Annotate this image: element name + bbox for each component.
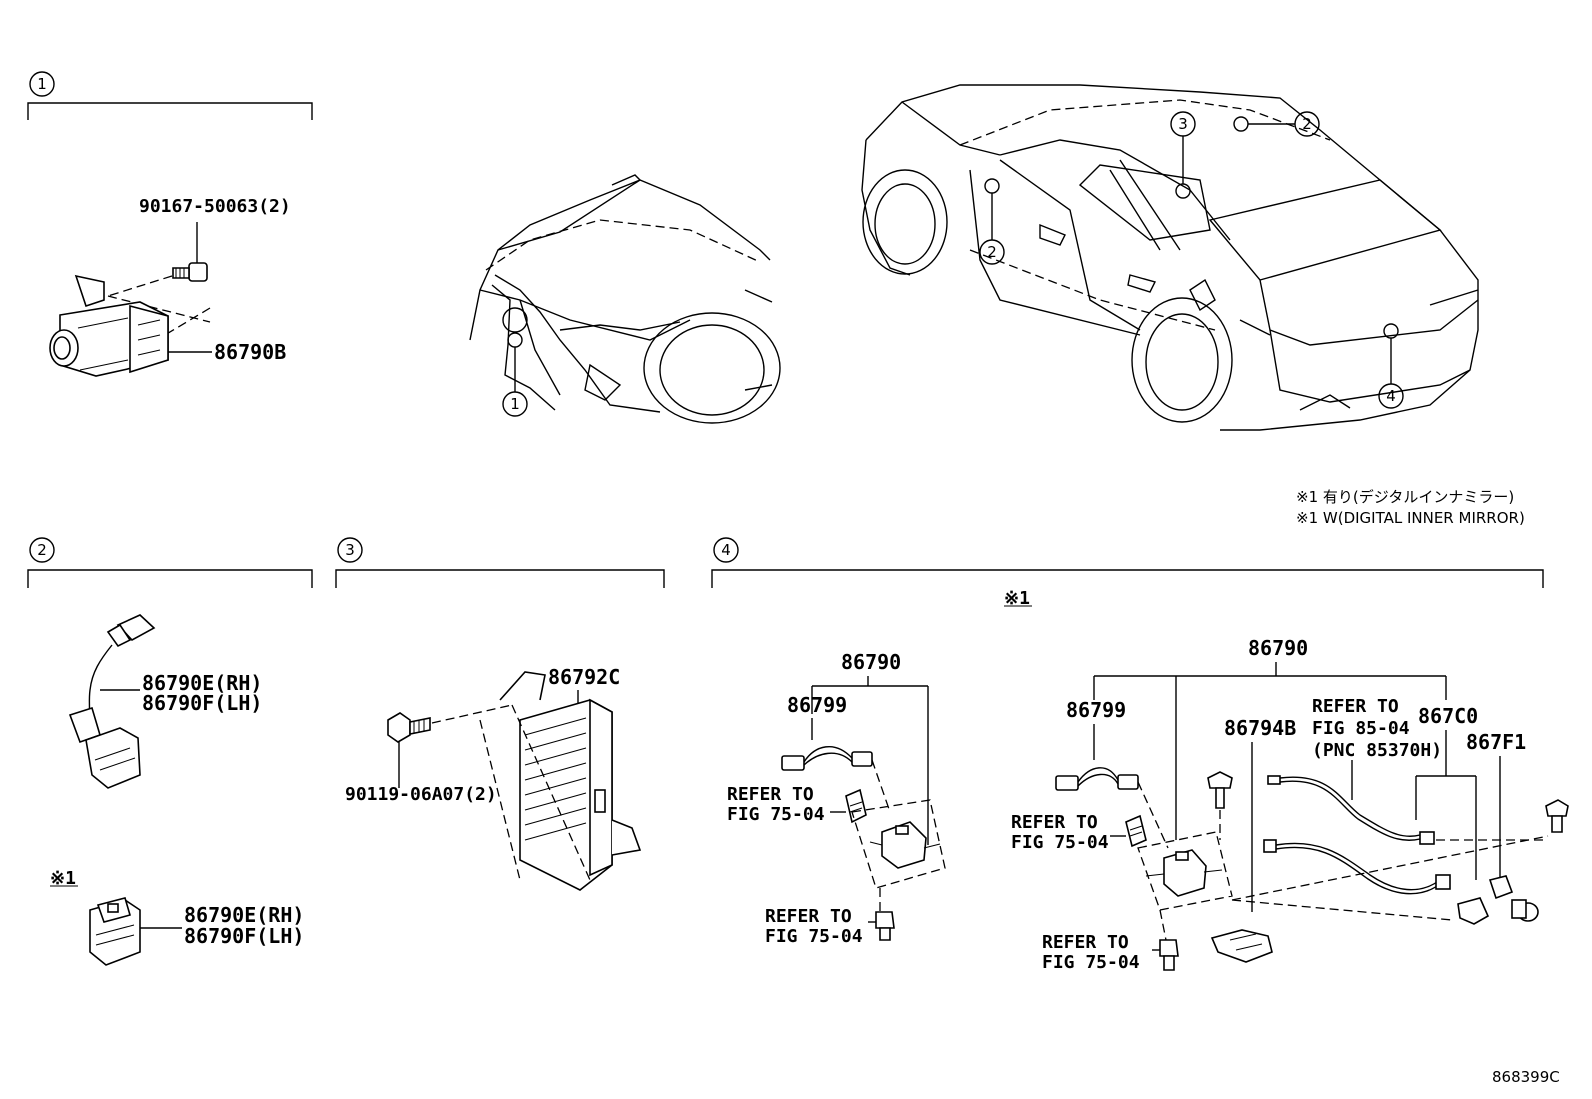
alt-camera-mark: ※1 xyxy=(50,868,76,889)
callout-front-number: 1 xyxy=(510,395,520,413)
label-ref-a1-line1: REFER TO xyxy=(727,784,814,805)
label-ref-a1-line2: FIG 75-04 xyxy=(727,804,825,825)
section-3-marker xyxy=(337,537,363,563)
label-wire-b: 86799 xyxy=(1066,698,1126,722)
wire-harness-b-icon xyxy=(1055,767,1139,791)
label-ref-b2-line2: FIG 75-04 xyxy=(1042,952,1140,973)
front-car-view: 1 xyxy=(469,174,781,424)
alt-side-camera-icon xyxy=(89,897,141,966)
sub-assembly-a: 86790 86799 REFER TO FIG 75-04 xyxy=(727,650,946,947)
section-3: 3 86792C 90119-06A07(2) xyxy=(335,537,665,891)
leader-cable-b xyxy=(1415,730,1477,880)
label-bolt-90119: 90119-06A07(2) xyxy=(345,784,497,805)
side-camera-icon xyxy=(68,614,156,789)
label-ref-b85-line1: REFER TO xyxy=(1312,696,1399,717)
screw-c-icon xyxy=(1545,799,1569,833)
label-assy-a: 86790 xyxy=(841,650,901,674)
section-2-marker xyxy=(29,537,55,563)
drawing-code: 868399C xyxy=(1492,1068,1560,1086)
clip-b-icon xyxy=(1125,814,1147,848)
callout-cabin-number: 3 xyxy=(1178,115,1188,133)
bolt-icon xyxy=(172,262,208,282)
label-clip-b: 867F1 xyxy=(1466,730,1526,754)
bolt-icon-3 xyxy=(387,712,431,743)
nut-b-icon xyxy=(1511,899,1539,922)
sub-assembly-b: 86790 86799 86794B REFER TO FIG 85-04 (P… xyxy=(1011,636,1569,973)
rear-car-view: 2 3 2 4 xyxy=(861,84,1479,431)
front-camera-icon xyxy=(49,274,169,377)
label-side-camera-lh: 86790F(LH) xyxy=(142,691,262,715)
label-assy-b: 86790 xyxy=(1248,636,1308,660)
callout-left-mirror-number: 2 xyxy=(987,243,997,261)
label-front-camera: 86790B xyxy=(214,340,286,364)
section-4: 4 ※1 86790 86799 REFER TO F xyxy=(711,537,1569,973)
section-4-mark: ※1 xyxy=(1004,588,1030,609)
clip-a-icon xyxy=(845,788,867,824)
section-1-number: 1 xyxy=(37,75,47,93)
section-2: 2 86790E(RH) 86790F(LH) ※1 86790E(RH) 86… xyxy=(27,537,313,966)
front-camera-location-dot xyxy=(507,332,523,348)
small-camera-b-icon xyxy=(1457,897,1490,925)
section-4-marker xyxy=(713,537,739,563)
label-bolt-90167: 90167-50063(2) xyxy=(139,196,291,217)
bracket-b-icon xyxy=(1210,929,1273,963)
label-ref-b2-line1: REFER TO xyxy=(1042,932,1129,953)
note-line-2: ※1 W(DIGITAL INNER MIRROR) xyxy=(1296,509,1525,527)
section-3-bracket xyxy=(335,569,665,588)
left-mirror-camera-dot xyxy=(984,178,1000,194)
clip-867f1-icon xyxy=(1488,875,1514,900)
label-ref-b85-line2: FIG 85-04 xyxy=(1312,718,1410,739)
callout-rear-number: 4 xyxy=(1386,387,1396,405)
label-wire-a: 86799 xyxy=(787,693,847,717)
section-1-bracket xyxy=(27,102,313,120)
section-2-bracket xyxy=(27,569,313,588)
label-ref-a2-line2: FIG 75-04 xyxy=(765,926,863,947)
section-1-marker xyxy=(29,71,55,97)
callout-right-mirror-marker xyxy=(1294,111,1320,137)
callout-front-marker xyxy=(502,391,528,417)
label-ecu: 86792C xyxy=(548,665,620,689)
label-side-camera-rh: 86790E(RH) xyxy=(142,671,262,695)
leader-assy-b xyxy=(1093,662,1447,840)
legend-note: ※1 有り(デジタルインナミラー) ※1 W(DIGITAL INNER MIR… xyxy=(1296,488,1525,527)
section-1: 1 90167-50063(2) 86790B xyxy=(27,71,313,377)
label-ref-b1-line2: FIG 75-04 xyxy=(1011,832,1109,853)
bolt-b-icon xyxy=(1159,939,1179,971)
ecu-module-icon xyxy=(499,671,642,891)
label-bracket-b: 86794B xyxy=(1224,716,1296,740)
label-ref-b1-line1: REFER TO xyxy=(1011,812,1098,833)
label-alt-camera-lh: 86790F(LH) xyxy=(184,924,304,948)
assembly-dash-3 xyxy=(431,704,591,881)
section-3-number: 3 xyxy=(345,541,355,559)
callout-right-mirror-number: 2 xyxy=(1302,115,1312,133)
leader-assy-a xyxy=(811,676,929,845)
bolt-a-icon xyxy=(875,911,895,941)
callout-rear-marker xyxy=(1378,383,1404,409)
label-ref-a2-line1: REFER TO xyxy=(765,906,852,927)
callout-left-mirror-marker xyxy=(979,239,1005,265)
label-alt-camera-rh: 86790E(RH) xyxy=(184,903,304,927)
rear-camera-b-icon xyxy=(1145,849,1223,897)
section-2-number: 2 xyxy=(37,541,47,559)
wire-harness-a-icon xyxy=(781,745,873,771)
screw-b-icon xyxy=(1207,771,1233,809)
right-mirror-camera-dot xyxy=(1233,116,1249,132)
section-4-number: 4 xyxy=(721,541,731,559)
cable-b-icon xyxy=(1263,775,1451,895)
label-cable-b: 867C0 xyxy=(1418,704,1478,728)
label-ref-b85-line3: (PNC 85370H) xyxy=(1312,740,1442,761)
callout-cabin-marker xyxy=(1170,111,1196,137)
note-line-1: ※1 有り(デジタルインナミラー) xyxy=(1296,488,1514,506)
rear-camera-a-icon xyxy=(869,821,941,869)
section-4-bracket xyxy=(711,569,1544,588)
